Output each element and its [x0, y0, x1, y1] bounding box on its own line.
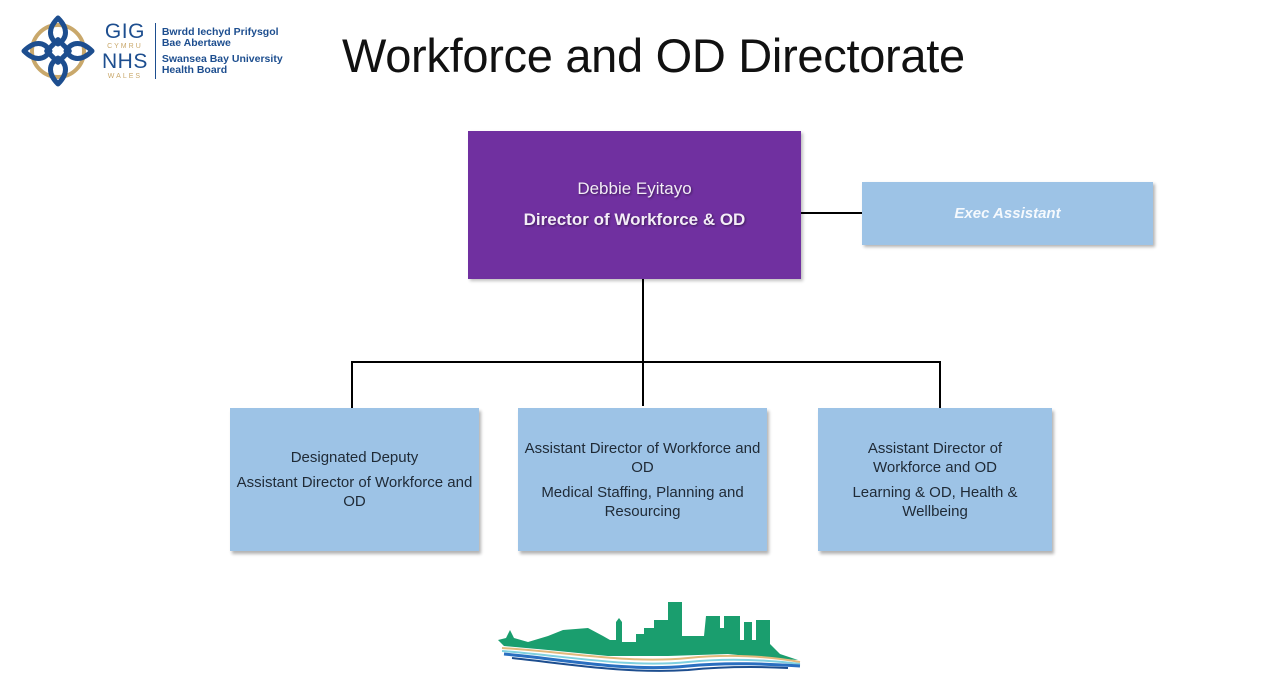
- connector-director-exec: [801, 212, 862, 214]
- celtic-knot-icon: [21, 15, 95, 87]
- logo-org-name: Bwrdd Iechyd Prifysgol Bae Abertawe Swan…: [161, 25, 283, 76]
- exec-assistant-label: Exec Assistant: [954, 205, 1061, 222]
- exec-assistant-box: Exec Assistant: [862, 182, 1153, 245]
- report-title: Assistant Director of Workforce and OD: [867, 439, 1003, 476]
- director-name: Debbie Eyitayo: [577, 179, 692, 198]
- logo-cymru-text: CYMRU: [107, 43, 143, 50]
- director-role: Director of Workforce & OD: [523, 210, 746, 229]
- connector-left-drop: [351, 361, 353, 409]
- director-box: Debbie Eyitayo Director of Workforce & O…: [468, 131, 801, 279]
- gig-nhs-wordmark: GIG CYMRU NHS WALES: [102, 21, 148, 81]
- report-box-designated-deputy: Designated Deputy Assistant Director of …: [230, 408, 479, 551]
- report-title: Assistant Director of Workforce and OD: [524, 439, 761, 476]
- report-box-medical-staffing: Assistant Director of Workforce and OD M…: [518, 408, 767, 551]
- health-board-logo: GIG CYMRU NHS WALES Bwrdd Iechyd Prifysg…: [18, 14, 318, 88]
- logo-wales-text: WALES: [107, 73, 143, 80]
- report-role: Assistant Director of Workforce and OD: [236, 474, 473, 510]
- report-box-learning-od: Assistant Director of Workforce and OD L…: [818, 408, 1052, 551]
- english-name-line2: Health Board: [161, 63, 228, 76]
- report-portfolio: Medical Staffing, Planning and Resourcin…: [541, 483, 744, 520]
- page-title: Workforce and OD Directorate: [342, 29, 965, 82]
- welsh-name-line2: Bae Abertawe: [161, 36, 231, 49]
- connector-right-drop: [939, 361, 941, 409]
- report-portfolio: Learning & OD, Health & Wellbeing: [852, 483, 1018, 520]
- welsh-name-line1: Bwrdd Iechyd Prifysgol: [161, 25, 279, 38]
- connector-horizontal: [351, 361, 941, 363]
- logo-gig-text: GIG: [104, 20, 145, 43]
- connector-director-down: [642, 279, 644, 406]
- logo-nhs-text: NHS: [102, 50, 148, 73]
- logo-divider: [154, 23, 156, 79]
- report-title: Designated Deputy: [290, 449, 419, 466]
- english-name-line1: Swansea Bay University: [161, 52, 283, 65]
- skyline-wave-logo-icon: [498, 602, 801, 672]
